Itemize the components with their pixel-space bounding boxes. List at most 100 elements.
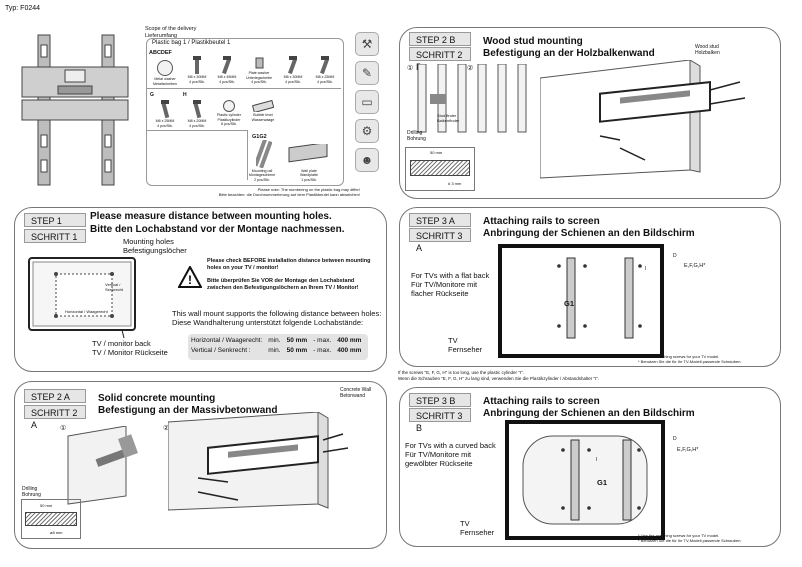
person-icon: ☻ (355, 148, 379, 172)
step2a-mm50: 50 mm (40, 503, 53, 508)
wall-plate-icon (288, 144, 328, 163)
step3b-label-en: STEP 3 B (409, 393, 471, 407)
step3a-desc3: flacher Rückseite (411, 289, 469, 298)
step3a-efgh: E,F,G,H* (684, 263, 706, 269)
drill-icon: ⚒ (355, 32, 379, 56)
step1-support-en: This wall mount supports the following d… (172, 309, 382, 318)
step3b-efgh: E,F,G,H* (677, 447, 699, 453)
spec-row-horizontal: Horizontal / Waagerecht:min.50 mm- max.4… (191, 337, 362, 344)
step2b-stud-en: Wood stud (695, 44, 719, 50)
bag-title: Plastic bag 1 / Plastikbeutel 1 (152, 40, 231, 46)
svg-text:!: ! (188, 273, 192, 287)
step2a-mount-illustration (168, 412, 349, 511)
step2b-phi: # 3 mm (448, 181, 462, 186)
step2b-mm50: 50 mm (430, 150, 443, 155)
scope-de: Lieferumfang (145, 32, 178, 39)
step1-horizontal-label: Horizontal / Waagerecht (65, 309, 108, 314)
step2b-stud-de: Holzbalken (695, 50, 720, 56)
step2b-finder-en: Stud finder (437, 113, 457, 118)
step3b-tv-de: Fernseher (460, 528, 495, 537)
step3b-i: I (596, 457, 598, 463)
step3a-i: I (645, 266, 647, 272)
step1-warn-en: Please check BEFORE installation distanc… (207, 258, 371, 271)
step2b-drill-de: Bohrung (407, 136, 426, 142)
step3b-title-en: Attaching rails to screen (483, 396, 600, 407)
step2a-wall-de: Betonwand (340, 393, 366, 399)
step3a-desc1: For TVs with a flat back (411, 271, 490, 280)
step3a-desc2: Für TV/Monitore mit (411, 280, 478, 289)
wrench-icon: ⚙ (355, 119, 379, 143)
step2a-drill-illustration (67, 426, 138, 505)
step2a-num1: ① (60, 425, 67, 432)
step3b-title-de: Anbringung der Schienen an den Bildschir… (483, 408, 695, 419)
step3a-g1: G1 (564, 299, 575, 308)
step3b-g1: G1 (597, 478, 608, 487)
step2b-hole-section (410, 160, 470, 176)
bag-item-g-letter: G (150, 92, 154, 98)
step1-back-en: TV / monitor back (92, 339, 151, 348)
step3a-note-de: * Benutzen Sie die für Ihr TV-Modell pas… (638, 359, 742, 364)
step3a-tv-en: TV (448, 336, 458, 345)
step2b-num2: ② (467, 65, 474, 72)
step2b-mount-illustration (540, 60, 746, 179)
step3a-under-de: Wenn die Schrauben "E, F, G, H" zu lang … (398, 375, 600, 381)
step2a-title-en: Solid concrete mounting (98, 393, 216, 404)
step3a-label-en: STEP 3 A (409, 213, 471, 227)
step3b-note-de: * Benutzen Sie die für Ihr TV-Modell pas… (638, 538, 742, 543)
step3b-desc2: Für TV/Monitore mit (405, 450, 472, 459)
step1-label-en: STEP 1 (24, 213, 86, 227)
step2b-num1: ① (407, 65, 414, 72)
step3b-tv-back (505, 420, 665, 540)
step3a-title-de: Anbringung der Schienen an den Bildschir… (483, 228, 695, 239)
step3b-note-en: * Use the matching screws for your TV mo… (638, 533, 720, 538)
bag-item-h-letter: H (183, 92, 187, 98)
step2b-title-en: Wood stud mounting (483, 36, 583, 47)
bag-g1g2: G1G2 (252, 134, 267, 140)
step3a-tv-back (498, 244, 664, 358)
step3a-tv-de: Fernseher (448, 345, 483, 354)
step2b-title-de: Befestigung an der Holzbalkenwand (483, 48, 655, 59)
bag-note-en: Please note: The numbering on the plasti… (257, 187, 360, 192)
step3a-d: D (673, 253, 677, 259)
step2a-label-de: SCHRITT 2 A (24, 405, 86, 430)
step1-spec-table: Horizontal / Waagerecht:min.50 mm- max.4… (188, 334, 368, 360)
step2b-drill-en: Drilling (407, 130, 423, 136)
screwdriver-icon: ✎ (355, 61, 379, 85)
bag-abcdef: ABCDEF (149, 50, 172, 56)
warning-icon: ! (178, 266, 202, 288)
step3b-d: D (673, 436, 677, 442)
step2a-drill-en: Drilling (22, 486, 38, 492)
step3a-rails-illustration (557, 257, 642, 339)
step3b-desc1: For TVs with a curved back (405, 441, 496, 450)
step3b-tv-en: TV (460, 519, 470, 528)
scope-en: Scope of the delivery (145, 26, 197, 32)
step2b-finder-de: Balkenfinder (437, 118, 460, 123)
step2a-phi: ø8 mm (50, 530, 63, 535)
step2a-drill-de: Bohrung (22, 492, 41, 498)
step1-vertical-label: Vertical / Senkrecht (105, 282, 124, 292)
stud-finder-icon: ▭ (355, 90, 379, 114)
step2a-label-en: STEP 2 A (24, 389, 86, 403)
type-label: Typ: F0244 (5, 5, 41, 12)
step2b-stud-illustration (417, 64, 527, 133)
step3b-desc3: gewölbter Rückseite (405, 459, 473, 468)
step3a-under-en: If the screws "E, F, G, H" is too long, … (398, 370, 524, 375)
step3a-note-en: * Use the matching screws for your TV mo… (638, 354, 720, 359)
step3a-title-en: Attaching rails to screen (483, 216, 600, 227)
step2a-hole-section (25, 512, 77, 526)
step2a-title-de: Befestigung an der Massivbetonwand (98, 405, 278, 416)
step2a-num2: ② (163, 425, 170, 432)
tv-back-illustration (28, 257, 136, 339)
step1-holes-de: Befestigungslöcher (123, 246, 187, 255)
